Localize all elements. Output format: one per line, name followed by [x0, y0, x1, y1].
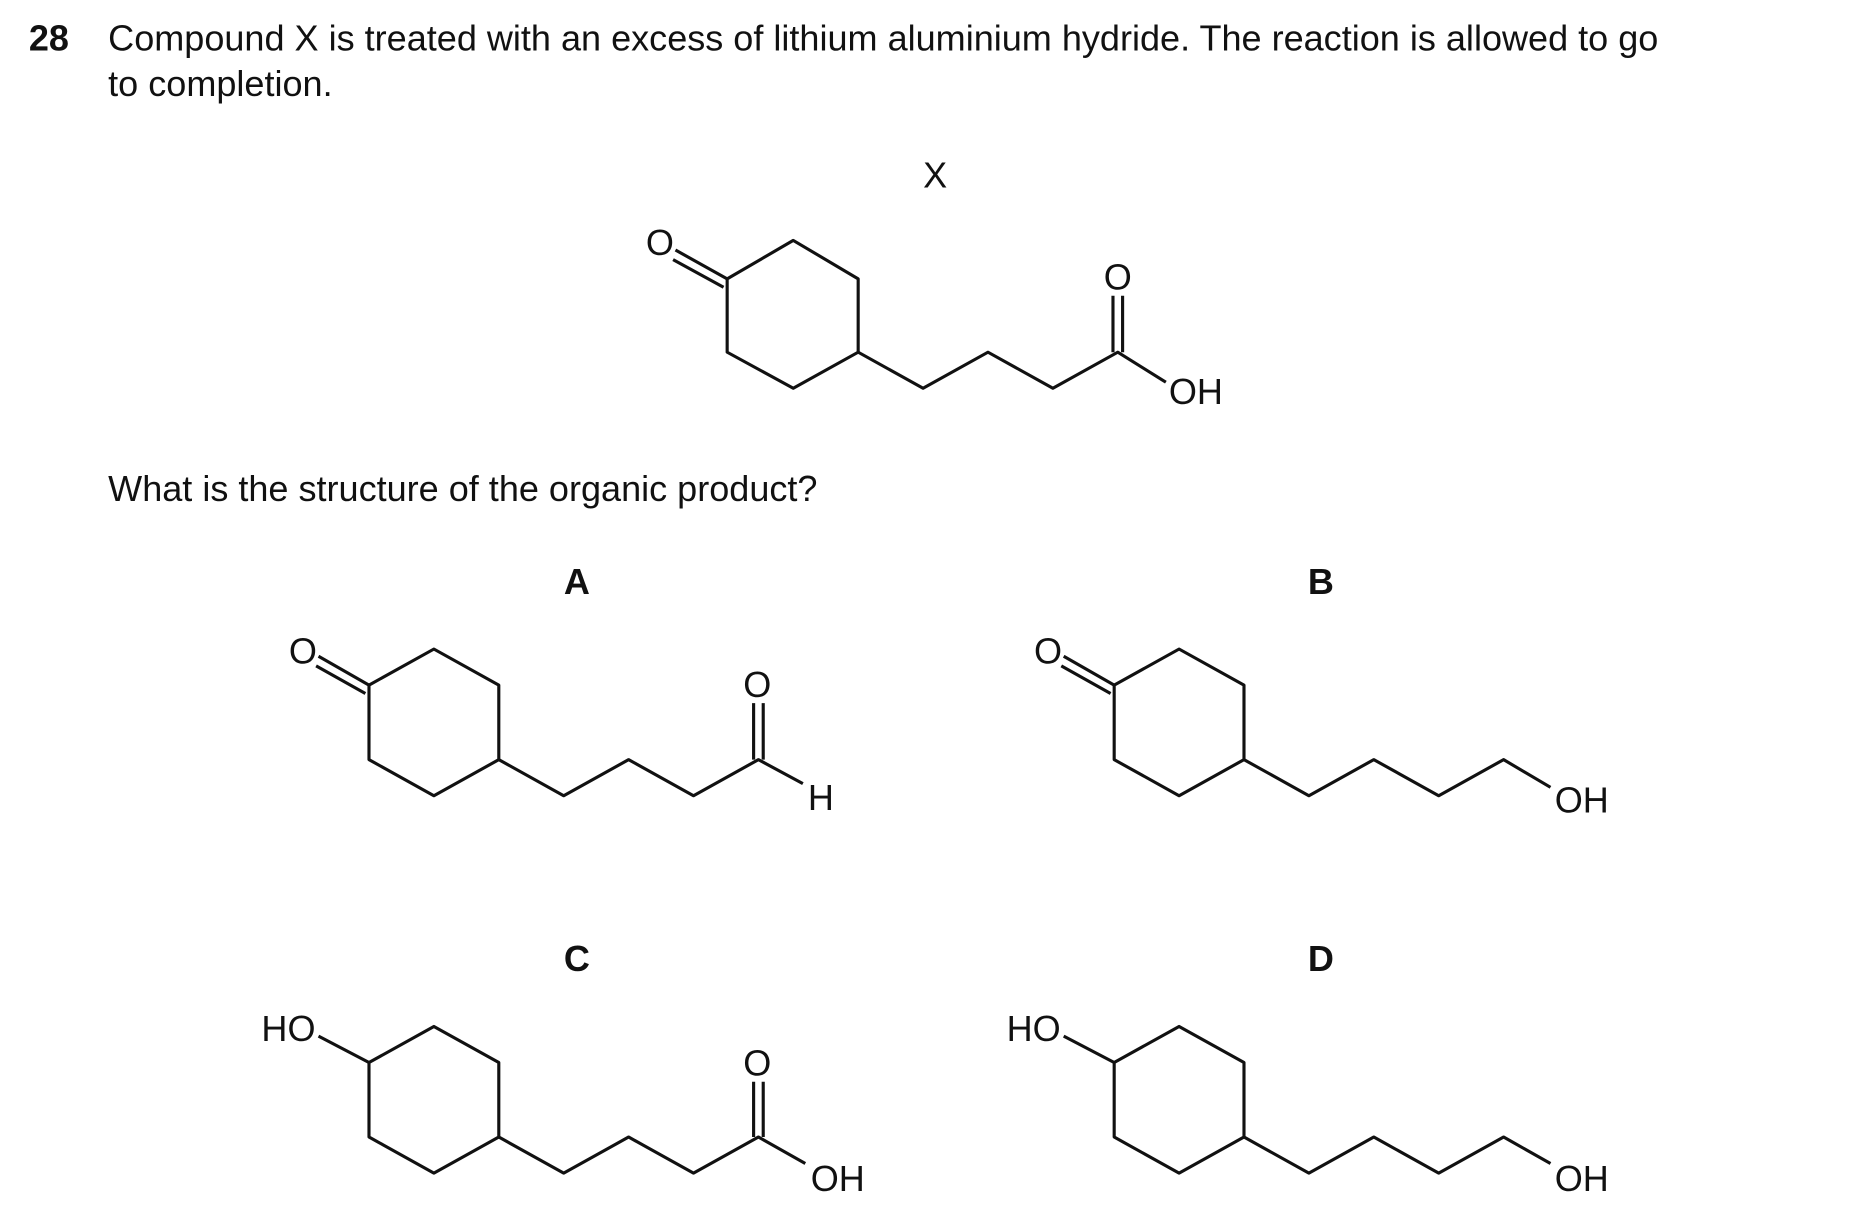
atom-h: H	[808, 777, 834, 818]
question-prompt: What is the structure of the organic pro…	[108, 468, 817, 509]
atom-o: O	[289, 630, 317, 671]
option-b-label: B	[1308, 561, 1334, 602]
atom-o: O	[743, 664, 771, 705]
question-number: 28	[29, 18, 69, 59]
option-d[interactable]: D HO OH	[1007, 938, 1609, 1199]
option-c[interactable]: C HO O OH	[261, 938, 864, 1199]
option-b[interactable]: B O OH	[1034, 561, 1609, 821]
atom-o: O	[1034, 630, 1062, 671]
atom-o: O	[1104, 257, 1132, 298]
compound-x-structure: X O O OH	[646, 155, 1223, 412]
atom-oh: OH	[1555, 780, 1609, 821]
atom-ho: HO	[1007, 1008, 1061, 1049]
atom-ho: HO	[261, 1008, 315, 1049]
option-a-label: A	[564, 561, 590, 602]
option-d-label: D	[1308, 938, 1334, 979]
atom-o: O	[743, 1043, 771, 1084]
atom-oh: OH	[1555, 1158, 1609, 1199]
question-text-line1: Compound X is treated with an excess of …	[108, 18, 1658, 59]
question-text-line2: to completion.	[108, 63, 332, 104]
atom-oh: OH	[1169, 371, 1223, 412]
compound-x-label: X	[923, 155, 947, 196]
option-a[interactable]: A O O H	[289, 561, 834, 818]
option-c-label: C	[564, 938, 590, 979]
atom-o: O	[646, 222, 674, 263]
atom-oh: OH	[811, 1158, 865, 1199]
